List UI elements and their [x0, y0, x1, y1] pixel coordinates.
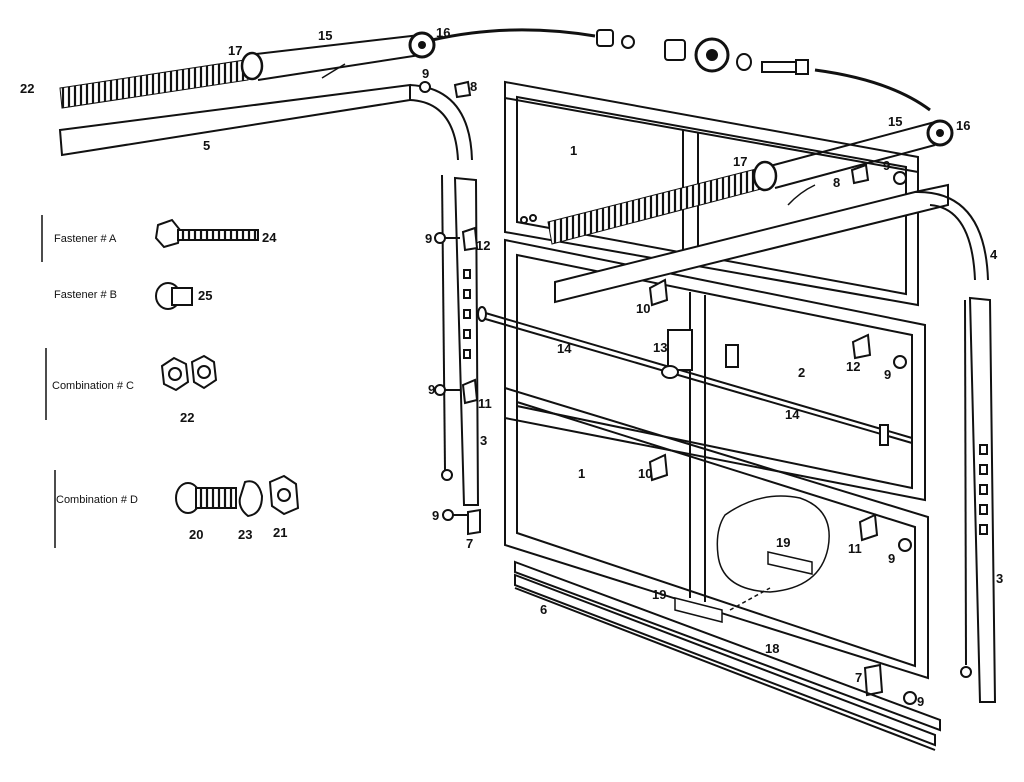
callout-hinge-upper: 10 [636, 301, 650, 316]
legend-fastener-a: Fastener # A [54, 233, 117, 245]
legend-hardware [154, 218, 300, 518]
callout-bolt-bottom-left: 9 [432, 508, 439, 523]
callout-section-1-bottom: 1 [578, 466, 585, 481]
callout-bracket-left: 7 [466, 536, 473, 551]
callout-bolt-top-left: 9 [422, 66, 429, 81]
door-section-top [504, 80, 919, 307]
curved-track-right [554, 183, 989, 304]
callout-nut-22-legend: 22 [180, 410, 194, 425]
legend-fastener-b: Fastener # B [54, 289, 117, 301]
callout-strut-bracket: 19 [652, 587, 666, 602]
callout-lock-handle: 13 [653, 340, 667, 355]
door-section-bottom [504, 386, 929, 680]
callout-hinge-12-right: 12 [846, 359, 860, 374]
callout-hinge-lower: 10 [638, 466, 652, 481]
callout-pin-25: 25 [198, 288, 212, 303]
callout-nut-21: 21 [273, 525, 287, 540]
callout-angle-left: 8 [470, 79, 477, 94]
callout-hinge-12-left: 12 [476, 238, 490, 253]
callout-section-1-top: 1 [570, 143, 577, 158]
callout-angle-right: 8 [833, 175, 840, 190]
horizontal-track-left [58, 83, 473, 161]
callout-strut-detail: 19 [776, 535, 790, 550]
legend-combination-d: Combination # D [56, 494, 138, 506]
callout-hinge-11-left: 11 [478, 396, 492, 411]
spring-assembly-left [59, 31, 436, 109]
callout-track-vertical-right: 3 [996, 571, 1003, 586]
door-section-middle [504, 238, 926, 502]
callout-bolt-20: 20 [189, 527, 203, 542]
callout-bolt-mid-right: 9 [884, 367, 891, 382]
cable-lines [431, 28, 931, 112]
callout-section-2: 2 [798, 365, 805, 380]
hinges [453, 80, 879, 542]
callout-lock-bar-right: 14 [785, 407, 800, 422]
callout-spring-right: 17 [733, 154, 747, 169]
callout-numbers: 1 1 2 3 3 4 5 6 7 7 8 8 9 9 9 9 9 9 9 9 … [20, 25, 1003, 709]
callout-bolt-mid-left: 9 [428, 382, 435, 397]
callout-pulley-right: 16 [956, 118, 970, 133]
callout-bolt-bottom-right: 9 [917, 694, 924, 709]
callout-nut-22-top: 22 [20, 81, 34, 96]
callout-track-curved-right: 4 [990, 247, 998, 262]
callout-bolt-lower-right: 9 [888, 551, 895, 566]
spring-assembly-right [547, 119, 954, 245]
legend-combination-c: Combination # C [52, 380, 134, 392]
callout-bolt-hinge-left: 9 [425, 231, 432, 246]
callout-bracket-right: 7 [855, 670, 862, 685]
callout-pulley-left: 16 [436, 25, 450, 40]
strut-detail-bubble [674, 495, 830, 623]
callout-spring-left: 17 [228, 43, 242, 58]
pulley-hardware [596, 29, 809, 75]
callout-washer-23: 23 [238, 527, 252, 542]
legend-panel: Fastener # A Fastener # B Combination # … [41, 215, 138, 548]
callout-astragal: 6 [540, 602, 547, 617]
callout-lock-bar-left: 14 [557, 341, 572, 356]
bottom-brackets [467, 508, 884, 697]
callout-weather-seal: 18 [765, 641, 779, 656]
callout-rod-top-right: 15 [888, 114, 902, 129]
bolts [419, 81, 917, 705]
callout-track-horizontal-left: 5 [203, 138, 210, 153]
lock-handle [661, 329, 739, 379]
callout-rod-top-left: 15 [318, 28, 332, 43]
astragal-and-seal [514, 560, 941, 751]
lock-bar [477, 306, 913, 446]
vertical-track-left [441, 174, 480, 506]
callout-bolt-top-right: 9 [883, 158, 890, 173]
vertical-track-right [960, 296, 997, 703]
callout-hinge-11-right: 11 [848, 541, 862, 556]
callout-track-vertical-left: 3 [480, 433, 487, 448]
callout-screw-24: 24 [262, 230, 277, 245]
